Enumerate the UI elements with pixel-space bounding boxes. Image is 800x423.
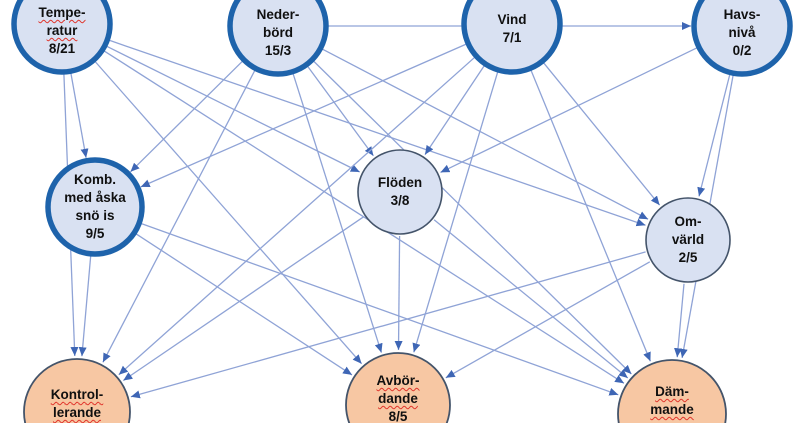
edge-nederbord-avbordande <box>292 73 383 353</box>
edge-temperatur-floden <box>106 45 360 173</box>
edge-vind-floden <box>424 65 485 155</box>
edge-omvarld-dammande <box>674 283 685 358</box>
edge-komb-dammande <box>140 222 619 396</box>
edge-vind-omvarld <box>543 62 661 206</box>
node-temperatur-circle <box>11 0 113 75</box>
node-komb-circle <box>45 157 145 257</box>
edge-komb-kontrollerande <box>78 255 92 357</box>
edge-temperatur-omvarld <box>109 39 646 227</box>
edge-havsniva-floden <box>440 47 698 173</box>
edge-temperatur-komb <box>70 73 89 158</box>
edge-nederbord-komb <box>130 60 243 173</box>
edge-omvarld-kontrollerande <box>130 251 646 399</box>
edge-vind-avbordande <box>412 71 499 353</box>
edge-floden-avbordande <box>394 235 403 351</box>
edge-omvarld-avbordande <box>445 261 651 379</box>
node-floden-circle <box>357 149 443 235</box>
edge-vind-komb <box>140 43 467 188</box>
node-nederbord-circle <box>227 0 329 77</box>
edge-temperatur-dammande <box>103 50 625 384</box>
node-dammande-circle <box>617 359 727 423</box>
node-kontrollerande-circle <box>23 358 131 423</box>
node-avbordande-circle <box>345 352 451 423</box>
edge-nederbord-floden <box>307 65 374 157</box>
edge-nederbord-omvarld <box>321 48 649 220</box>
edge-nederbord-dammande <box>313 60 632 375</box>
edge-vind-dammande <box>530 70 652 362</box>
edge-vind-kontrollerande <box>118 56 476 376</box>
edge-temperatur-avbordande <box>94 61 363 365</box>
edge-komb-avbordande <box>135 233 353 376</box>
node-omvarld-circle <box>645 197 731 283</box>
node-vind-circle <box>461 0 563 75</box>
edge-floden-dammande <box>433 219 629 379</box>
edge-havsniva-omvarld <box>697 74 731 197</box>
edge-nederbord-kontrollerande <box>102 69 256 363</box>
edge-floden-kontrollerande <box>122 216 364 382</box>
node-havsniva-circle <box>691 0 793 77</box>
